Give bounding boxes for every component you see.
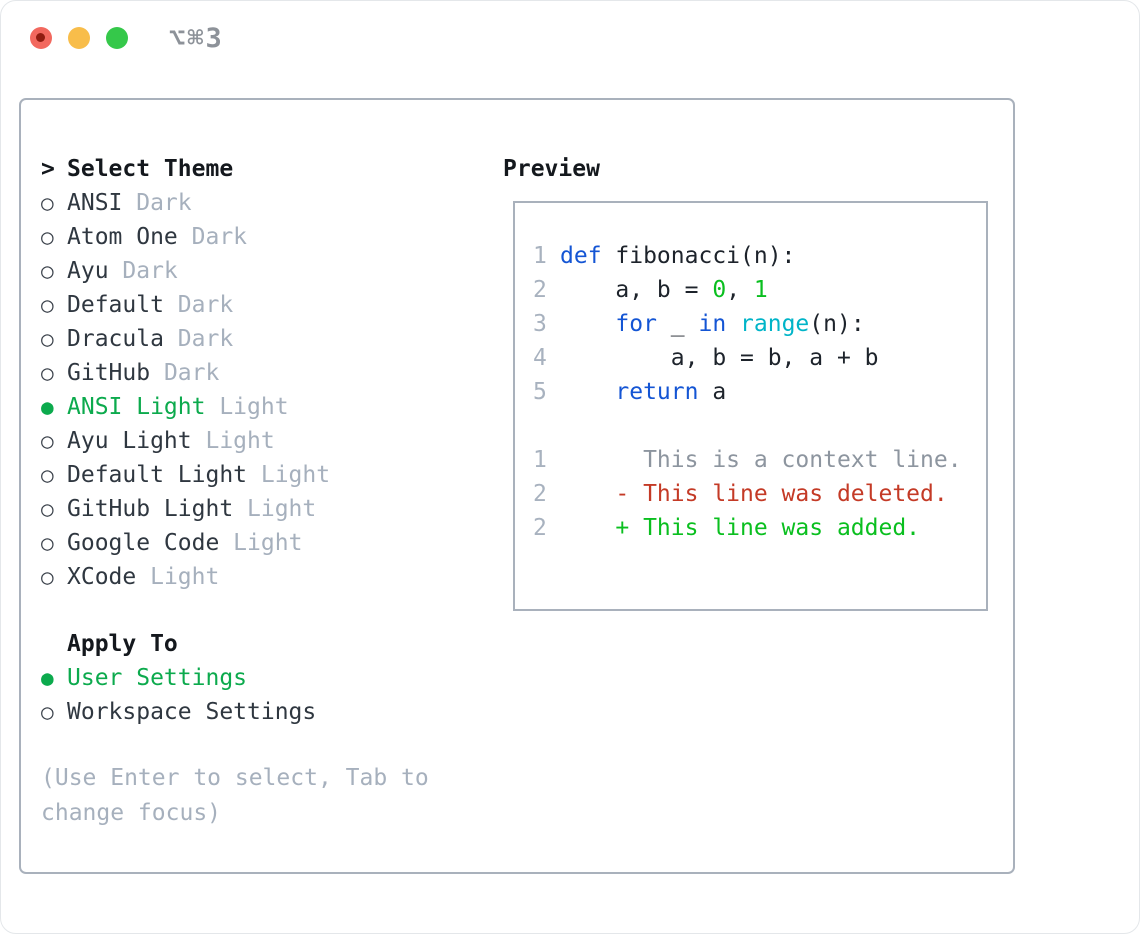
preview-line: 4 a, b = b, a + b (533, 345, 879, 371)
radio-unselected-icon: ○ (41, 463, 54, 487)
radio-unselected-icon: ○ (41, 225, 54, 249)
theme-option-default-dark[interactable]: ○ Default Dark (41, 288, 330, 322)
preview-header: Preview (503, 152, 600, 186)
line-number: 5 (533, 379, 547, 405)
close-button[interactable] (30, 27, 52, 49)
theme-option-label: Default (67, 292, 164, 318)
theme-option-ayu-light-light[interactable]: ○ Ayu Light Light (41, 424, 330, 458)
apply-option-user-settings[interactable]: ● User Settings (41, 661, 316, 695)
preview-title: Preview (503, 156, 600, 182)
theme-option-label: GitHub (67, 360, 151, 386)
line-number: 2 (533, 515, 547, 541)
line-number: 2 (533, 481, 547, 507)
theme-option-github-light-light[interactable]: ○ GitHub Light Light (41, 492, 330, 526)
radio-unselected-icon: ○ (41, 531, 54, 555)
zoom-button[interactable] (106, 27, 128, 49)
radio-selected-icon: ● (41, 666, 54, 690)
line-number: 3 (533, 311, 547, 337)
theme-option-label: Dracula (67, 326, 164, 352)
apply-to-group: Apply To ● User Settings ○ Workspace Settin… (41, 627, 316, 729)
theme-option-label: Google Code (67, 530, 220, 556)
radio-unselected-icon: ○ (41, 327, 54, 351)
theme-variant-tag: Light (136, 564, 220, 590)
main-panel: > Select Theme ○ANSI Dark○Atom One Dark○… (19, 98, 1015, 874)
theme-option-google-code-light[interactable]: ○ Google Code Light (41, 526, 330, 560)
theme-option-ayu-dark[interactable]: ○ Ayu Dark (41, 254, 330, 288)
radio-selected-icon: ● (41, 395, 54, 419)
theme-variant-tag: Dark (163, 326, 234, 352)
theme-option-label: Ayu (67, 258, 109, 284)
radio-unselected-icon: ○ (41, 700, 54, 724)
preview-line: 1 This is a context line. (533, 447, 962, 473)
line-number: 1 (533, 447, 547, 473)
radio-unselected-icon: ○ (41, 293, 54, 317)
preview-line (533, 409, 962, 443)
radio-unselected-icon: ○ (41, 259, 54, 283)
theme-option-github-dark[interactable]: ○ GitHub Dark (41, 356, 330, 390)
theme-list-header: > Select Theme (41, 152, 330, 186)
theme-variant-tag: Light (247, 462, 331, 488)
minimize-button[interactable] (68, 27, 90, 49)
radio-unselected-icon: ○ (41, 565, 54, 589)
theme-variant-tag: Dark (150, 360, 220, 386)
theme-variant-tag: Light (205, 394, 289, 420)
theme-option-label: ANSI (67, 190, 123, 216)
apply-option-workspace-settings[interactable]: ○ Workspace Settings (41, 695, 316, 729)
theme-option-label: ANSI Light (67, 394, 206, 420)
line-number: 1 (533, 243, 547, 269)
preview-line: 5 return a (533, 379, 727, 405)
theme-option-ansi-light-light[interactable]: ● ANSI Light Light (41, 390, 330, 424)
theme-option-label: Atom One (67, 224, 178, 250)
theme-variant-tag: Light (191, 428, 275, 454)
line-number: 4 (533, 345, 547, 371)
preview-line: 2 a, b = 0, 1 (533, 277, 768, 303)
apply-to-header: Apply To (41, 627, 316, 661)
theme-variant-tag: Dark (163, 292, 234, 318)
preview-line: 2 - This line was deleted. (533, 481, 948, 507)
help-text: (Use Enter to select, Tab to change focu… (41, 765, 429, 826)
theme-option-default-light-light[interactable]: ○ Default Light Light (41, 458, 330, 492)
theme-option-atom-one-dark[interactable]: ○ Atom One Dark (41, 220, 330, 254)
apply-to-title: Apply To (67, 631, 178, 657)
theme-variant-tag: Light (233, 496, 317, 522)
line-number: 2 (533, 277, 547, 303)
preview-line: 2 + This line was added. (533, 515, 921, 541)
radio-unselected-icon: ○ (41, 497, 54, 521)
theme-variant-tag: Dark (177, 224, 248, 250)
theme-variant-tag: Dark (108, 258, 178, 284)
theme-option-xcode-light[interactable]: ○ XCode Light (41, 560, 330, 594)
radio-unselected-icon: ○ (41, 191, 54, 215)
theme-option-label: XCode (67, 564, 137, 590)
radio-unselected-icon: ○ (41, 361, 54, 385)
apply-option-label: Workspace Settings (67, 699, 317, 725)
theme-option-label: GitHub Light (67, 496, 234, 522)
focus-caret-icon: > (41, 156, 55, 182)
apply-option-label: User Settings (67, 665, 248, 691)
theme-option-dracula-dark[interactable]: ○ Dracula Dark (41, 322, 330, 356)
window-shortcut-label: ⌥⌘3 (169, 23, 224, 54)
theme-list: > Select Theme ○ANSI Dark○Atom One Dark○… (41, 152, 330, 594)
theme-option-label: Default Light (67, 462, 248, 488)
title-bar: ⌥⌘3 (1, 1, 1139, 73)
radio-unselected-icon: ○ (41, 429, 54, 453)
preview-line: 3 for _ in range(n): (533, 311, 865, 337)
theme-variant-tag: Dark (122, 190, 192, 216)
theme-variant-tag: Light (219, 530, 303, 556)
theme-option-ansi-dark[interactable]: ○ ANSI Dark (41, 186, 330, 220)
theme-list-title: Select Theme (67, 156, 234, 182)
theme-option-label: Ayu Light (67, 428, 192, 454)
